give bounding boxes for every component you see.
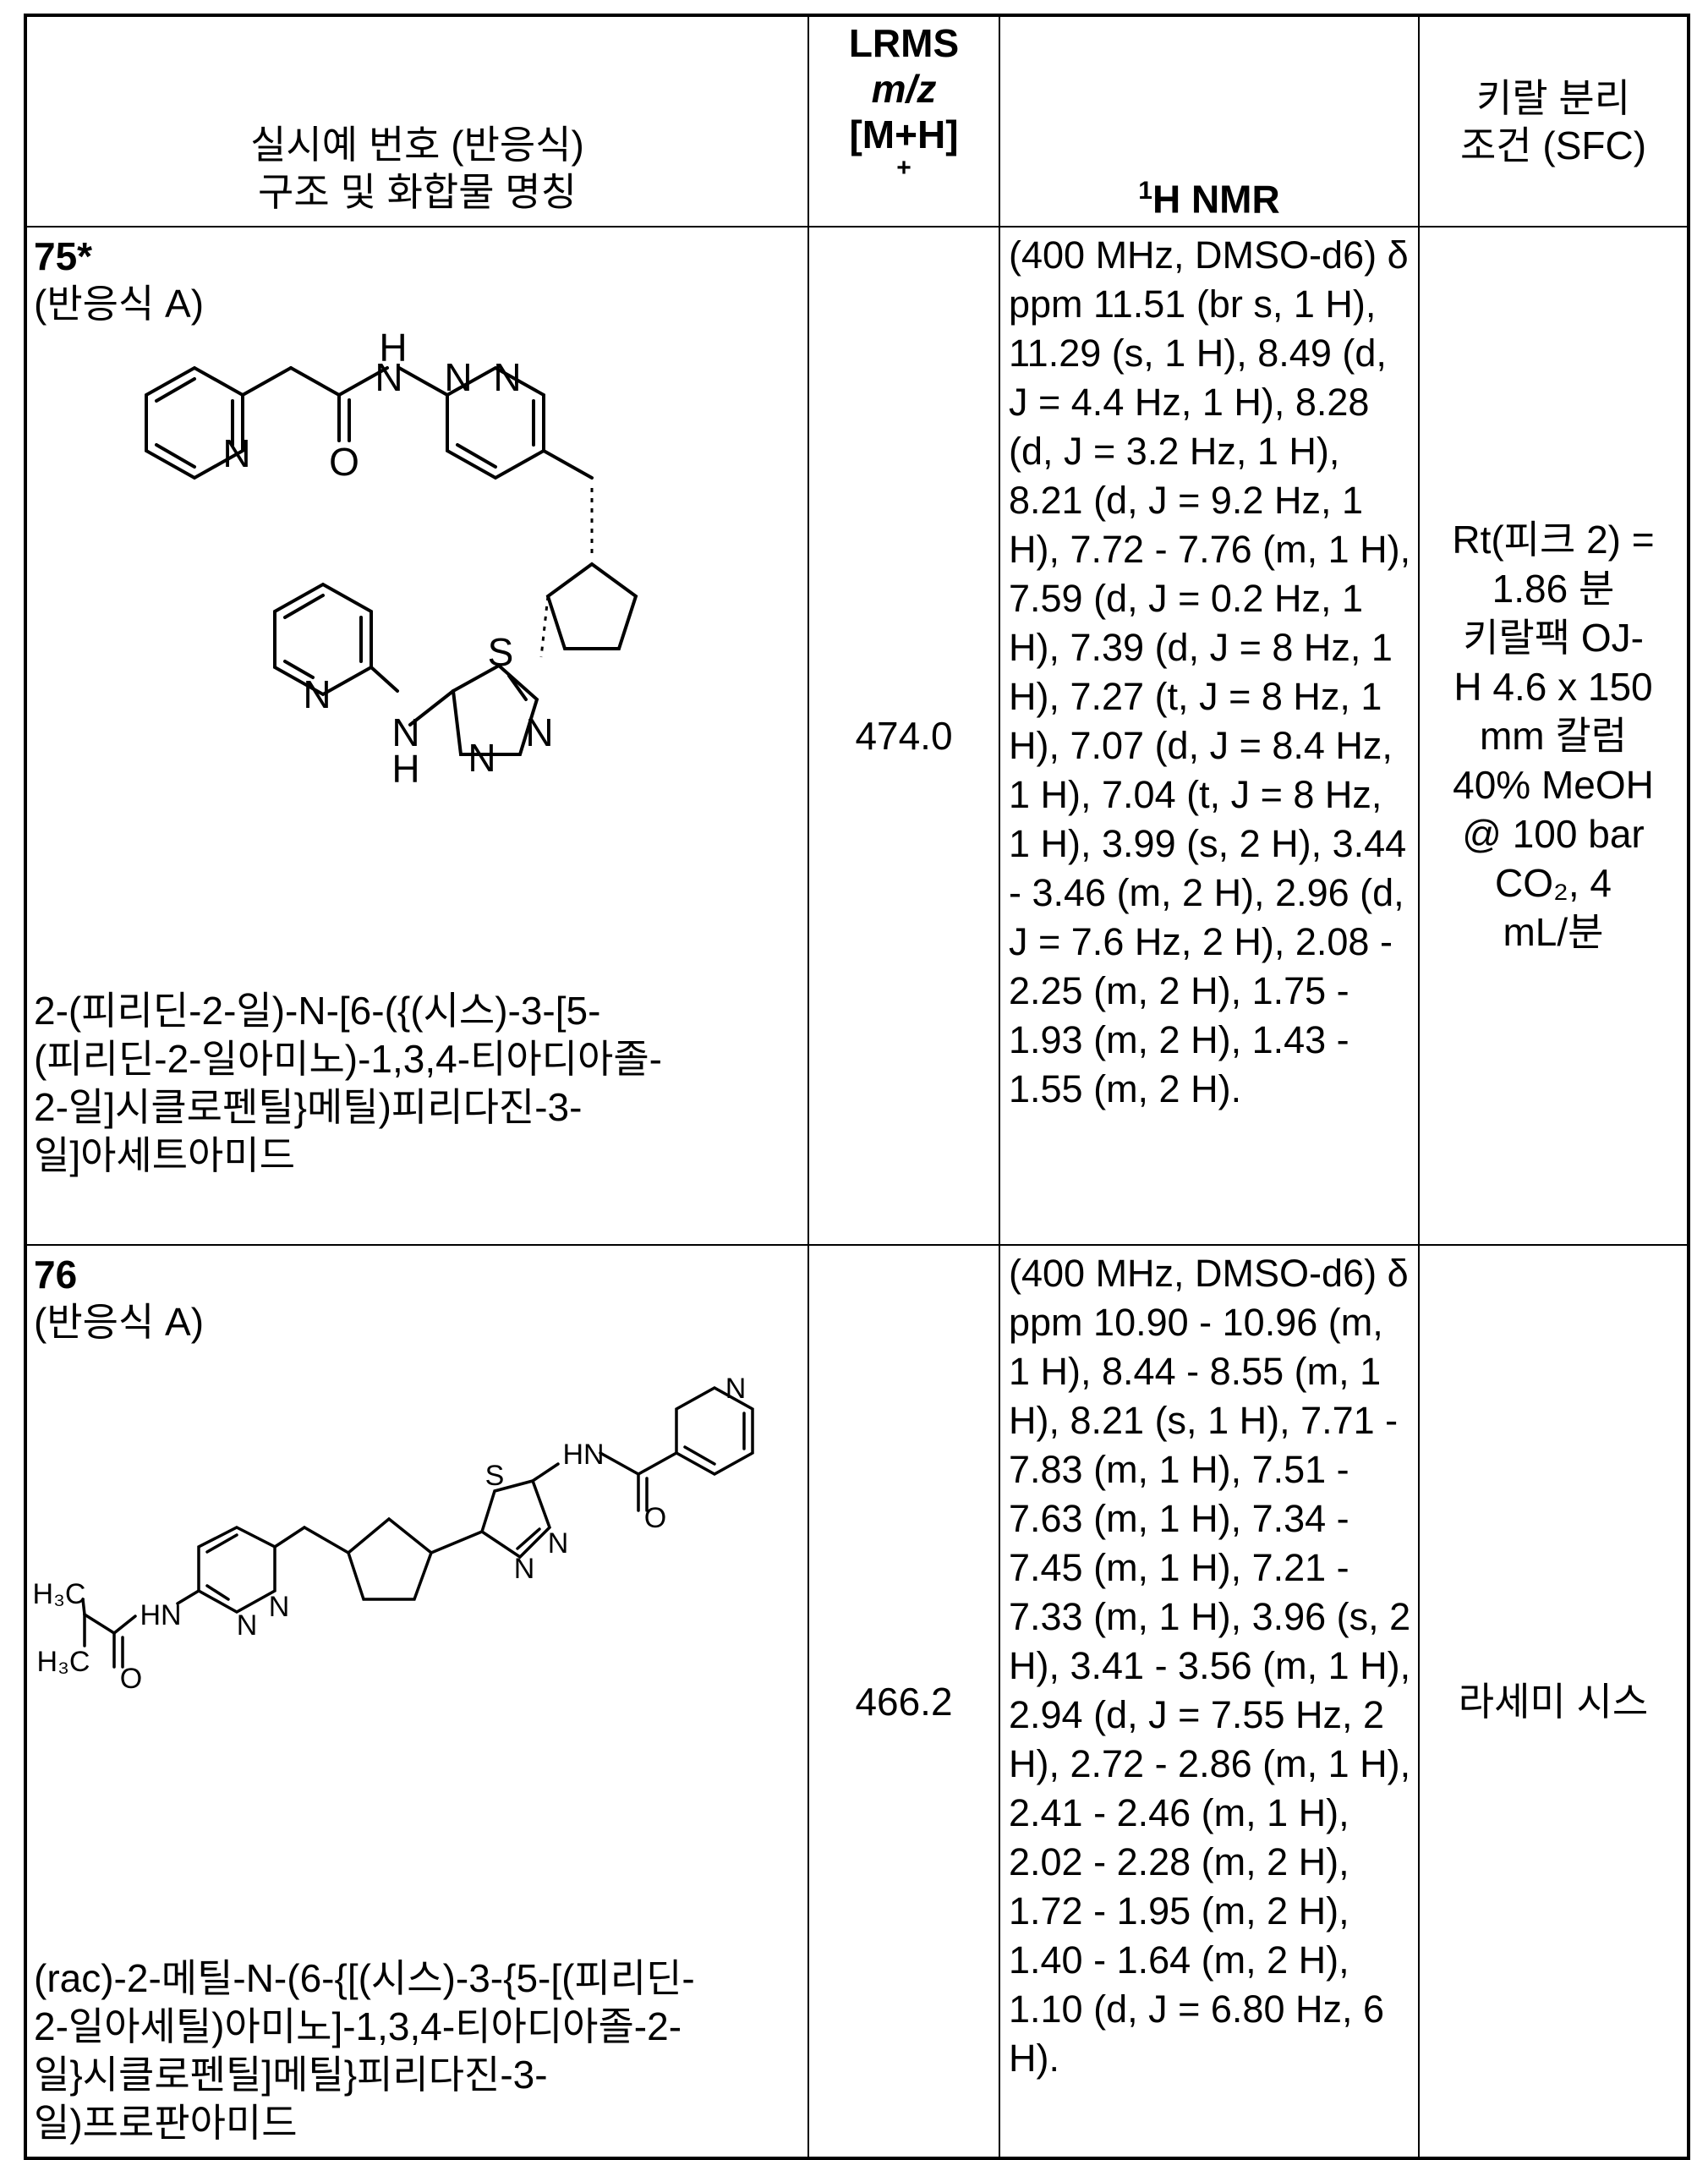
atom-label: N — [303, 672, 331, 716]
atom-label: HN — [562, 1439, 604, 1471]
example-number: 75* — [34, 233, 801, 280]
table-row: 75* (반응식 A) — [25, 227, 1689, 1245]
compound-table: 실시예 번호 (반응식) 구조 및 화합물 명칭 LRMS m/z [M+H] … — [24, 14, 1690, 2160]
sfc-line: 키랄팩 OJ- — [1425, 613, 1682, 662]
atom-label: H₃C — [34, 1578, 85, 1610]
compound-name-line: 일]아세트아미드 — [34, 1132, 801, 1180]
sfc-line: mL/분 — [1425, 907, 1682, 957]
atom-label: N — [514, 1553, 535, 1585]
header-example-structure: 실시예 번호 (반응식) 구조 및 화합물 명칭 — [25, 15, 808, 227]
sfc-line: CO₂, 4 — [1425, 858, 1682, 907]
lrms-value: 466.2 — [808, 1245, 999, 2158]
atom-label: N — [468, 736, 495, 780]
header-sfc-line2: 조건 (SFC) — [1420, 122, 1687, 169]
compound-name-line: 2-(피리딘-2-일)-N-[6-({(시스)-3-[5- — [34, 987, 801, 1035]
atom-label: S — [485, 1460, 505, 1492]
sfc-conditions: Rt(피크 2) = 1.86 분 키랄팩 OJ- H 4.6 x 150 mm… — [1419, 227, 1689, 1245]
atom-label: N — [725, 1373, 747, 1405]
example-cell-76: 76 (반응식 A) — [25, 1245, 808, 2158]
sfc-line: mm 칼럼 — [1425, 711, 1682, 760]
header-lrms-line4: + — [809, 157, 999, 179]
compound-name: 2-(피리딘-2-일)-N-[6-({(시스)-3-[5- (피리딘-2-일아미… — [34, 987, 801, 1180]
compound-name-line: 일}시클로펜틸]메틸}피리다진-3- — [34, 2051, 801, 2099]
atom-label: N — [269, 1591, 290, 1623]
structure-image-75: H N N N O N S N N N H N — [34, 327, 795, 987]
atom-label: H₃C — [37, 1646, 90, 1678]
sfc-line: Rt(피크 2) = — [1425, 515, 1682, 564]
atom-label: HN — [140, 1599, 181, 1631]
table-header-row: 실시예 번호 (반응식) 구조 및 화합물 명칭 LRMS m/z [M+H] … — [25, 15, 1689, 227]
atom-label: H — [391, 747, 419, 791]
header-col1-line2: 구조 및 화합물 명칭 — [27, 168, 807, 216]
header-nmr-text: H NMR — [1152, 177, 1280, 221]
scheme-label: (반응식 A) — [34, 280, 801, 327]
nmr-data: (400 MHz, DMSO-d6) δ ppm 10.90 - 10.96 (… — [999, 1245, 1419, 2158]
structure-image-76: N HN O S N N N N HN O H₃C H₃C — [34, 1346, 795, 1954]
atom-label: N — [237, 1609, 258, 1642]
sfc-conditions: 라세미 시스 — [1419, 1245, 1689, 2158]
atom-label: O — [329, 440, 359, 484]
compound-name-line: 2-일]시클로펜틸}메틸)피리다진-3- — [34, 1083, 801, 1132]
nmr-data: (400 MHz, DMSO-d6) δ ppm 11.51 (br s, 1 … — [999, 227, 1419, 1245]
header-lrms-line1: LRMS — [809, 20, 999, 66]
compound-name-line: 2-일아세틸)아미노]-1,3,4-티아디아졸-2- — [34, 2003, 801, 2051]
header-sfc-line1: 키랄 분리 — [1420, 74, 1687, 122]
atom-label: N — [375, 355, 402, 399]
sfc-line: H 4.6 x 150 — [1425, 662, 1682, 711]
table-row: 76 (반응식 A) — [25, 1245, 1689, 2158]
atom-label: N — [525, 710, 553, 754]
compound-name-line: (rac)-2-메틸-N-(6-{[(시스)-3-{5-[(피리딘- — [34, 1954, 801, 2003]
header-nmr: 1H NMR — [999, 15, 1419, 227]
compound-name-line: 일)프로판아미드 — [34, 2099, 801, 2147]
header-lrms-line2: m/z — [809, 66, 999, 112]
compound-name-line: (피리딘-2-일아미노)-1,3,4-티아디아졸- — [34, 1035, 801, 1083]
document-page: 실시예 번호 (반응식) 구조 및 화합물 명칭 LRMS m/z [M+H] … — [24, 14, 1687, 2132]
header-nmr-sup: 1 — [1138, 177, 1152, 205]
example-number: 76 — [34, 1251, 801, 1298]
atom-label: N — [222, 431, 250, 475]
scheme-label: (반응식 A) — [34, 1298, 801, 1346]
atom-label: O — [644, 1502, 666, 1534]
example-cell-75: 75* (반응식 A) — [25, 227, 808, 1245]
atom-label: O — [120, 1663, 142, 1695]
atom-label: S — [488, 630, 514, 674]
atom-label: N — [444, 355, 472, 399]
lrms-value: 474.0 — [808, 227, 999, 1245]
compound-name: (rac)-2-메틸-N-(6-{[(시스)-3-{5-[(피리딘- 2-일아세… — [34, 1954, 801, 2147]
sfc-line: @ 100 bar — [1425, 809, 1682, 858]
header-lrms: LRMS m/z [M+H] + — [808, 15, 999, 227]
atom-label: N — [493, 355, 521, 399]
sfc-line: 1.86 분 — [1425, 564, 1682, 613]
sfc-line: 40% MeOH — [1425, 760, 1682, 809]
header-lrms-line3: [M+H] — [809, 112, 999, 157]
header-col1-line1: 실시예 번호 (반응식) — [27, 121, 807, 168]
atom-label: N — [548, 1527, 569, 1560]
header-sfc: 키랄 분리 조건 (SFC) — [1419, 15, 1689, 227]
sfc-line: 라세미 시스 — [1425, 1677, 1682, 1726]
